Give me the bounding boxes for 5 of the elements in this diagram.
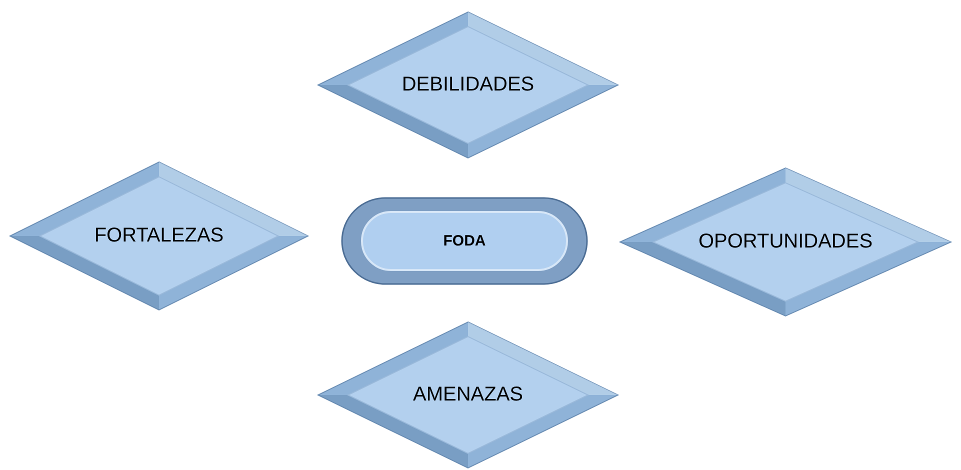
node-label: AMENAZAS [412,384,524,406]
node-label: DEBILIDADES [400,74,536,96]
node-label: FODA [442,232,487,250]
node-label: OPORTUNIDADES [697,230,874,254]
node-label: FORTALEZAS [93,224,225,248]
